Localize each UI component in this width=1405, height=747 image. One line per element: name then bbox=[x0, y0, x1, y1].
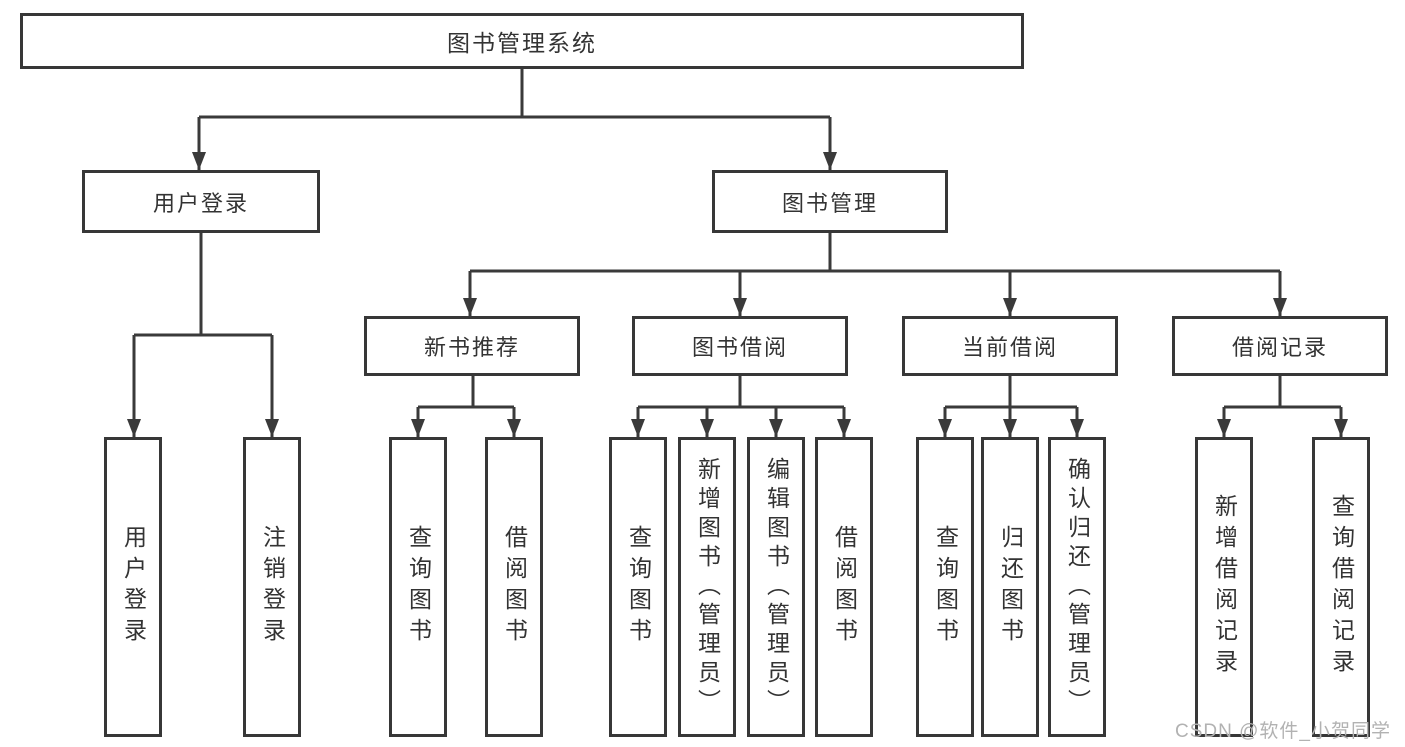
node-borrowing-records: 借阅记录 bbox=[1172, 316, 1388, 376]
node-book-borrowing: 图书借阅 bbox=[632, 316, 848, 376]
csdn-watermark: CSDN @软件_小贺同学 bbox=[1175, 721, 1391, 742]
node-book-management: 图书管理 bbox=[712, 170, 948, 233]
leaf-query-books-borrowing: 查询图书 bbox=[609, 437, 667, 737]
node-current-borrowing: 当前借阅 bbox=[902, 316, 1118, 376]
node-new-book-recommendation: 新书推荐 bbox=[364, 316, 580, 376]
leaf-query-books-current: 查询图书 bbox=[916, 437, 974, 737]
leaf-edit-book-admin: 编辑图书（管理员） bbox=[747, 437, 805, 737]
leaf-add-borrow-record: 新增借阅记录 bbox=[1195, 437, 1253, 737]
leaf-query-borrow-record: 查询借阅记录 bbox=[1312, 437, 1370, 737]
leaf-borrow-books-borrowing: 借阅图书 bbox=[815, 437, 873, 737]
leaf-user-login: 用户登录 bbox=[104, 437, 162, 737]
leaf-return-book: 归还图书 bbox=[981, 437, 1039, 737]
leaf-add-book-admin: 新增图书（管理员） bbox=[678, 437, 736, 737]
node-book-management-system: 图书管理系统 bbox=[20, 13, 1024, 69]
leaf-confirm-return-admin: 确认归还（管理员） bbox=[1048, 437, 1106, 737]
node-user-login: 用户登录 bbox=[82, 170, 320, 233]
leaf-logout: 注销登录 bbox=[243, 437, 301, 737]
leaf-borrow-books-recommend: 借阅图书 bbox=[485, 437, 543, 737]
leaf-query-books-recommend: 查询图书 bbox=[389, 437, 447, 737]
